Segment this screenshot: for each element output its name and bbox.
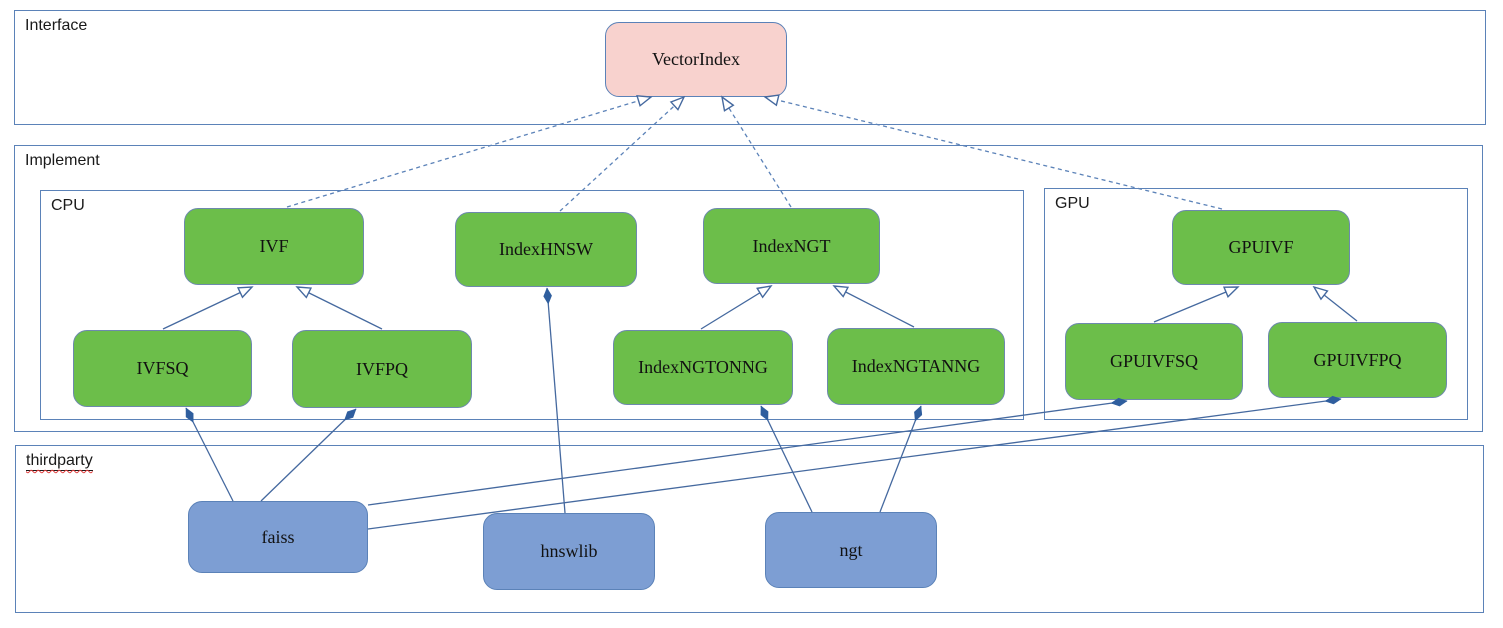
node-ngt-label: ngt <box>839 539 863 560</box>
node-ivfsq-label: IVFSQ <box>136 358 189 378</box>
node-indexngtanng[interactable]: IndexNGTANNG <box>827 328 1005 405</box>
node-gpuivfsq[interactable]: GPUIVFSQ <box>1065 323 1243 400</box>
container-interface-label: Interface <box>25 17 88 34</box>
container-thirdparty-label-text: thirdparty <box>26 452 93 469</box>
container-gpu-label: GPU <box>1055 195 1090 212</box>
node-vectorindex-label: VectorIndex <box>652 49 740 69</box>
container-cpu-label: CPU <box>51 197 85 214</box>
node-indexngtanng-label: IndexNGTANNG <box>851 356 981 376</box>
node-indexngtonng[interactable]: IndexNGTONNG <box>613 330 793 405</box>
node-hnswlib-label: hnswlib <box>540 541 598 561</box>
node-indexhnsw[interactable]: IndexHNSW <box>455 212 637 287</box>
node-faiss-label: faiss <box>261 526 295 547</box>
node-indexhnsw-label: IndexHNSW <box>499 239 593 259</box>
node-indexngtonng-label: IndexNGTONNG <box>638 357 768 377</box>
node-gpuivf[interactable]: GPUIVF <box>1172 210 1350 285</box>
node-ngt[interactable]: ngt <box>765 512 937 588</box>
node-ivfsq[interactable]: IVFSQ <box>73 330 252 407</box>
node-gpuivfpq-label: GPUIVFPQ <box>1313 349 1402 370</box>
node-gpuivf-label: GPUIVF <box>1228 237 1294 257</box>
node-ivf-label: IVF <box>259 236 289 256</box>
node-indexngt[interactable]: IndexNGT <box>703 208 880 284</box>
node-ivf[interactable]: IVF <box>184 208 364 285</box>
node-faiss[interactable]: faiss <box>188 501 368 573</box>
node-gpuivfsq-label: GPUIVFSQ <box>1109 351 1199 371</box>
node-gpuivfpq[interactable]: GPUIVFPQ <box>1268 322 1447 398</box>
container-thirdparty-label: thirdparty <box>26 452 93 471</box>
node-ivfpq-label: IVFPQ <box>355 358 408 379</box>
node-indexngt-label: IndexNGT <box>752 235 831 256</box>
container-implement-label: Implement <box>25 152 100 169</box>
node-vectorindex[interactable]: VectorIndex <box>605 22 787 97</box>
node-ivfpq[interactable]: IVFPQ <box>292 330 472 408</box>
node-hnswlib[interactable]: hnswlib <box>483 513 655 590</box>
